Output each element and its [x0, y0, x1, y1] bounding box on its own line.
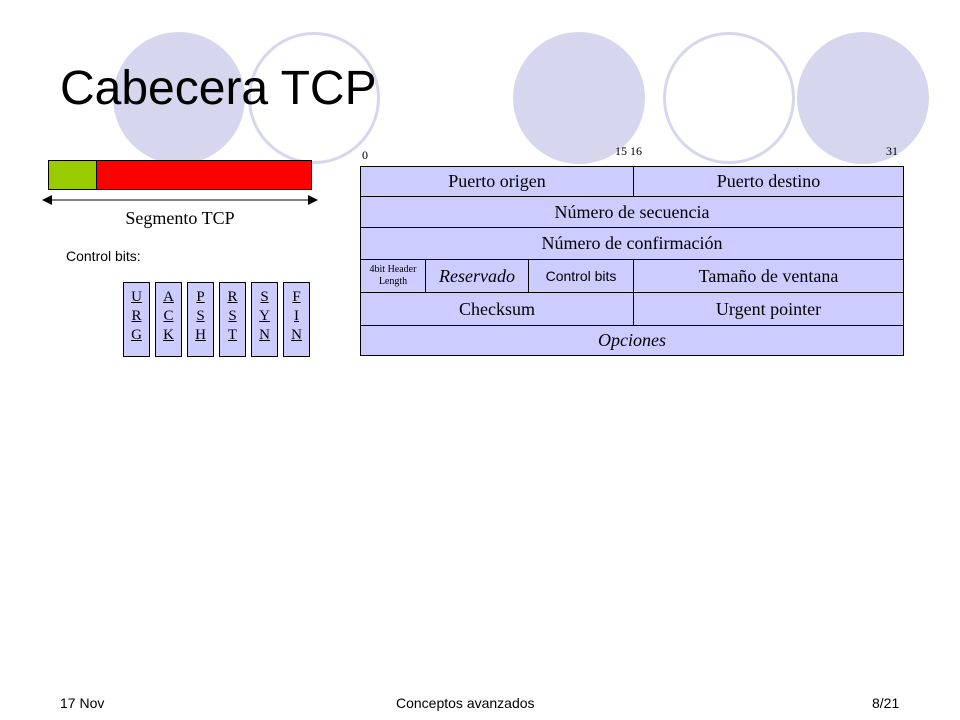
- bit-label-start: 0: [362, 148, 368, 162]
- segment-header-part: [49, 161, 97, 189]
- bit-label-mid: 15 16: [615, 144, 642, 158]
- bit-label-end: 31: [886, 144, 898, 158]
- flag-letter: A: [163, 289, 174, 305]
- flag-letter: N: [291, 327, 302, 343]
- urgent-pointer-field: Urgent pointer: [633, 292, 904, 326]
- flag-syn: S Y N: [251, 282, 278, 357]
- window-size-field: Tamaño de ventana: [633, 259, 904, 293]
- header-length-line2: Length: [378, 276, 408, 287]
- flag-letter: I: [294, 308, 299, 324]
- header-length-field: 4bit Header Length: [360, 259, 426, 293]
- flag-letter: S: [228, 308, 237, 324]
- flag-letter: R: [131, 308, 142, 324]
- segment-label: Segmento TCP: [125, 208, 235, 228]
- checksum-field: Checksum: [360, 292, 634, 326]
- sequence-number-field: Número de secuencia: [360, 196, 904, 228]
- ack-number-field: Número de confirmación: [360, 227, 904, 260]
- flag-psh: P S H: [187, 282, 214, 357]
- flag-letter: S: [260, 289, 269, 305]
- flag-letter: F: [292, 289, 301, 305]
- decor-circle-5: [797, 32, 929, 164]
- footer-page-number: 8/21: [872, 695, 900, 711]
- segment-bar: [48, 160, 312, 190]
- control-bits-field: Control bits: [528, 259, 634, 293]
- dest-port-field: Puerto destino: [633, 166, 904, 197]
- flag-letter: P: [196, 289, 205, 305]
- footer-date: 17 Nov: [60, 695, 105, 711]
- decor-circle-4: [663, 32, 795, 164]
- decor-circle-1: [113, 32, 245, 164]
- footer-topic: Conceptos avanzados: [396, 695, 535, 711]
- decor-circle-3: [513, 32, 645, 164]
- reserved-field: Reservado: [425, 259, 529, 293]
- options-field: Opciones: [360, 325, 904, 356]
- flag-fin: F I N: [283, 282, 310, 357]
- flag-letter: U: [131, 289, 142, 305]
- flag-letter: R: [227, 289, 238, 305]
- flag-letter: C: [163, 308, 174, 324]
- flag-ack: A C K: [155, 282, 182, 357]
- flag-letter: Y: [259, 308, 270, 324]
- flag-urg: U R G: [123, 282, 150, 357]
- flag-letter: G: [131, 327, 142, 343]
- slide-title: Cabecera TCP: [60, 62, 377, 115]
- flag-letter: S: [196, 308, 205, 324]
- header-length-line1: 4bit Header: [369, 264, 417, 275]
- source-port-field: Puerto origen: [360, 166, 634, 197]
- decor-circle-2: [248, 32, 380, 164]
- flag-letter: K: [163, 327, 174, 343]
- flag-letter: T: [227, 327, 238, 343]
- control-bits-label: Control bits:: [66, 248, 141, 264]
- segment-arrow: [42, 195, 318, 205]
- flag-letter: N: [259, 327, 270, 343]
- flag-letter: H: [195, 327, 206, 343]
- segment-data-part: [97, 161, 311, 189]
- flag-rst: R S T: [219, 282, 246, 357]
